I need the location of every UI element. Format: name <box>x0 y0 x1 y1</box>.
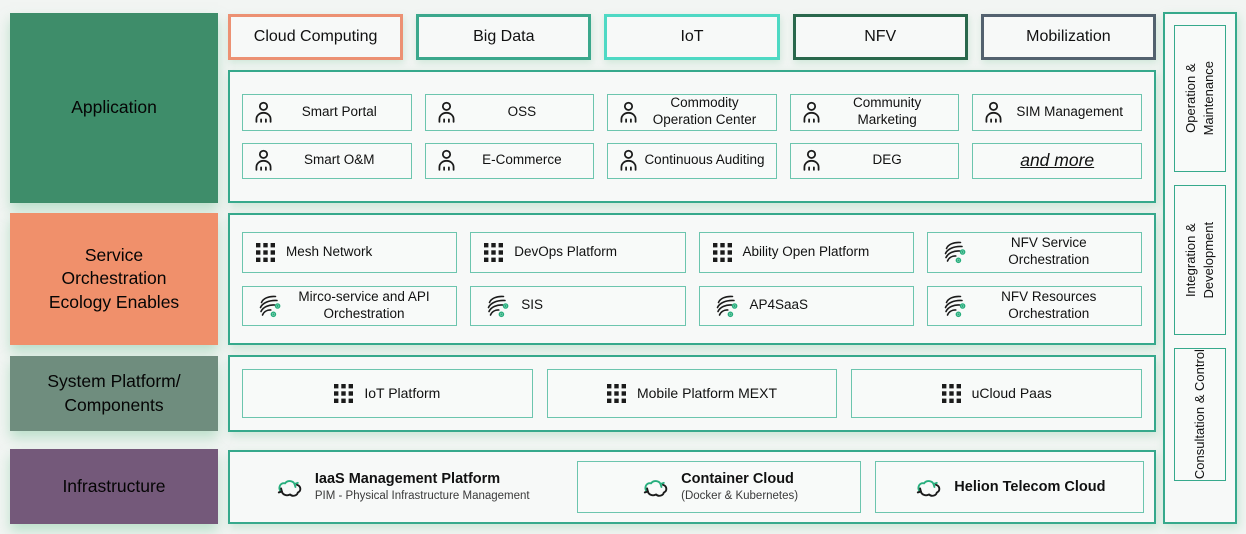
layer-text: Ecology Enables <box>48 291 180 312</box>
rail-item-operation-maintenance: Operation & Maintenance <box>1174 25 1226 172</box>
orchestration-icon <box>487 295 509 317</box>
application-panel: Smart Portal OSS Commodity Operation Cen… <box>228 70 1156 203</box>
service-item-mesh-network: Mesh Network <box>242 232 458 273</box>
system-item-iot-platform: IoT Platform <box>242 369 533 418</box>
orchestration-icon <box>944 295 966 317</box>
infra-item-container-cloud: Container Cloud (Docker & Kubernetes) <box>577 461 861 513</box>
app-item-smart-portal: Smart Portal <box>242 94 412 131</box>
category-cloud-computing: Cloud Computing <box>228 14 404 60</box>
infra-item-helion-telecom-cloud: Helion Telecom Cloud <box>874 461 1144 513</box>
layer-label-system-platform: System Platform/ Components <box>10 356 218 431</box>
grid-icon <box>256 242 275 262</box>
app-item-e-commerce: E-Commerce <box>424 142 595 179</box>
layer-text: Application <box>71 97 157 118</box>
cloud-sync-icon <box>277 480 302 497</box>
app-item-continuous-auditing: Continuous Auditing <box>607 142 777 179</box>
service-item-devops-platform: DevOps Platform <box>470 232 686 273</box>
orchestration-icon <box>716 295 738 317</box>
app-item-deg: DEG <box>789 142 960 179</box>
rail-item-consultation-control: Consultation & Control <box>1174 348 1226 481</box>
orchestration-icon <box>944 241 966 264</box>
layer-text: System Platform/ <box>47 370 181 391</box>
grid-icon <box>334 384 354 403</box>
service-item-nfv-service-orchestration: NFV Service Orchestration <box>926 232 1142 273</box>
app-item-and-more: and more <box>972 142 1142 179</box>
layer-text: Service <box>84 244 144 265</box>
app-item-oss: OSS <box>424 94 595 131</box>
system-item-mobile-platform-mext: Mobile Platform MEXT <box>546 369 838 418</box>
person-icon <box>985 101 1002 123</box>
grid-icon <box>941 384 961 403</box>
system-item-ucloud-paas: uCloud Paas <box>851 369 1142 418</box>
category-big-data: Big Data <box>416 14 592 60</box>
service-item-mirco-service-api-orchestration: Mirco-service and API Orchestration <box>242 285 458 326</box>
person-icon <box>803 101 820 123</box>
cloud-sync-icon <box>917 480 941 497</box>
app-item-commodity-operation-center: Commodity Operation Center <box>607 94 777 131</box>
layer-text: Components <box>64 394 164 415</box>
service-panel: Mesh Network DevOps Platform Ability Ope… <box>228 213 1156 345</box>
layer-text: Infrastructure <box>62 475 166 496</box>
category-iot: IoT <box>604 14 780 60</box>
service-item-sis: SIS <box>470 285 686 326</box>
service-item-nfv-resources-orchestration: NFV Resources Orchestration <box>926 285 1142 326</box>
cloud-sync-icon <box>643 480 668 497</box>
layer-text: Orchestration <box>61 268 167 289</box>
app-item-sim-management: SIM Management <box>972 94 1142 131</box>
app-item-smart-oandm: Smart O&M <box>242 142 412 179</box>
grid-icon <box>484 242 504 262</box>
person-icon <box>438 150 455 172</box>
person-icon <box>255 101 272 123</box>
person-icon <box>803 150 820 172</box>
grid-icon <box>606 384 626 403</box>
rail-item-integration-development: Integration & Development <box>1174 185 1226 335</box>
infra-item-iaas-management-platform: IaaS Management Platform PIM - Physical … <box>240 461 563 513</box>
layer-label-service-orchestration: Service Orchestration Ecology Enables <box>10 213 218 345</box>
person-icon <box>620 101 637 123</box>
person-icon <box>438 101 455 123</box>
layer-label-infrastructure: Infrastructure <box>10 449 218 524</box>
app-item-community-marketing: Community Marketing <box>789 94 960 131</box>
category-row: Cloud Computing Big Data IoT NFV Mobiliz… <box>228 14 1157 60</box>
orchestration-icon <box>259 295 281 317</box>
person-icon <box>620 150 637 172</box>
infrastructure-panel: IaaS Management Platform PIM - Physical … <box>228 450 1156 524</box>
grid-icon <box>712 242 732 262</box>
person-icon <box>255 150 272 172</box>
service-item-ability-open-platform: Ability Open Platform <box>698 232 914 273</box>
category-nfv: NFV <box>792 14 968 60</box>
right-rail: Operation & Maintenance Integration & De… <box>1163 12 1237 524</box>
layer-label-application: Application <box>10 13 218 203</box>
system-panel: IoT Platform Mobile Platform MEXT uCloud… <box>228 355 1156 432</box>
category-mobilization: Mobilization <box>980 14 1157 60</box>
service-item-ap4saas: AP4SaaS <box>698 285 914 326</box>
